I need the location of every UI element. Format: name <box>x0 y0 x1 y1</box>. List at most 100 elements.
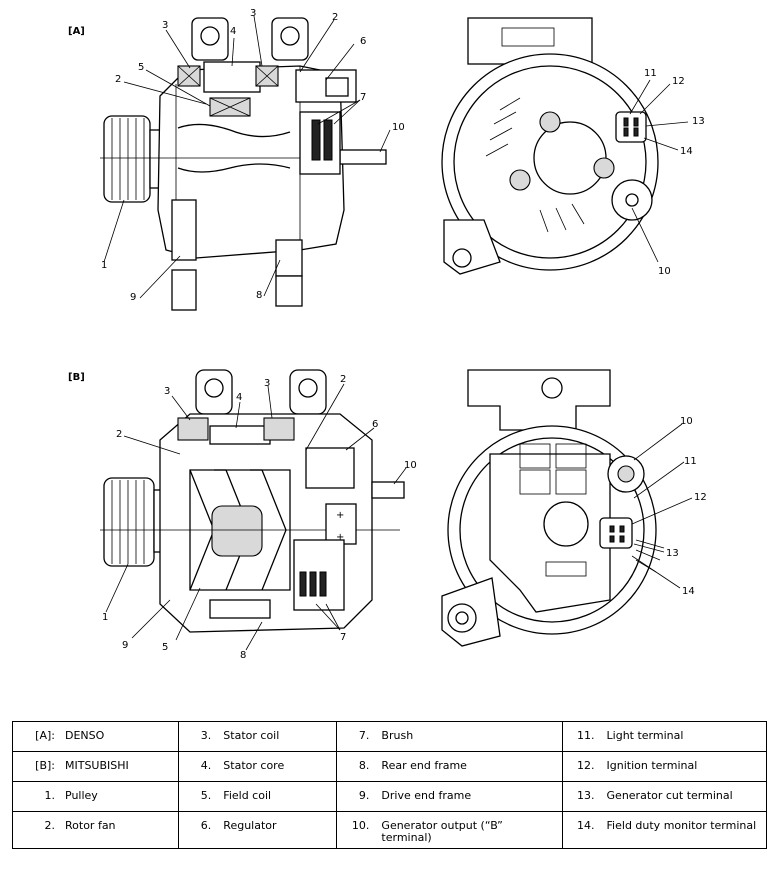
callout-3: 3 <box>162 20 168 31</box>
stator-coil-a <box>177 417 209 441</box>
callout-8: 8 <box>240 650 246 661</box>
legend-cell: 7. Brush <box>336 721 563 752</box>
callout-7: 7 <box>360 92 366 103</box>
legend-key: 6. <box>200 819 212 832</box>
mitsubishi-side-view: [B] + + <box>68 369 417 661</box>
legend-cell: [A]: DENSO <box>11 721 180 752</box>
legend-row: 1. Pulley 5. Field coil 9. Drive end frame 13.… <box>11 781 768 812</box>
legend-key: 9. <box>358 789 370 802</box>
pulley <box>103 477 155 567</box>
stator-coil-b <box>263 417 295 441</box>
callout-5: 5 <box>138 62 144 73</box>
callout-4: 4 <box>230 26 236 37</box>
connector-terminals <box>599 517 633 549</box>
legend-cell: 12.Ignition terminal <box>561 751 768 782</box>
callout-13: 13 <box>666 548 679 559</box>
regulator <box>305 447 355 489</box>
denso-rear-view: 11 12 13 14 10 <box>441 17 705 277</box>
tag-denso: [A] <box>68 26 85 37</box>
legend-row: [A]: DENSO 3. Stator coil 7. Brush 11. Light te… <box>11 721 768 752</box>
legend-value: Generator cut terminal <box>606 789 733 802</box>
callout-6: 6 <box>360 36 366 47</box>
tag-mitsubishi: [B] <box>68 372 85 383</box>
callout-2: 2 <box>332 12 338 23</box>
stator-core <box>203 61 261 93</box>
legend-value: Stator coil <box>223 729 280 742</box>
legend-cell: 6. Regulator <box>178 811 338 849</box>
legend-cell: 9. Drive end frame <box>336 781 563 812</box>
callout-2: 2 <box>116 429 122 440</box>
callout-1: 1 <box>101 260 107 271</box>
legend-cell: 10. Generator output (“B” terminal) <box>336 811 563 849</box>
legend-value: Stator core <box>223 759 285 772</box>
legend-value: Field duty monitor terminal <box>606 819 757 832</box>
callout-5: 5 <box>162 642 168 653</box>
legend-row: [B]: MITSUBISHI 4. Stator core 8. Rear end fr… <box>11 751 768 782</box>
callout-2: 2 <box>340 374 346 385</box>
legend-key: 10. <box>351 819 370 832</box>
legend-key: 1. <box>44 789 56 802</box>
legend-key: [B]: <box>35 759 55 772</box>
legend-key: 11. <box>577 729 595 742</box>
legend-cell: 2. Rotor fan <box>11 811 180 849</box>
legend-cell: 8. Rear end frame <box>336 751 563 782</box>
legend-key: 4. <box>200 759 212 772</box>
callout-11: 11 <box>684 456 697 467</box>
field-coil <box>211 505 263 557</box>
callout-8: 8 <box>256 290 262 301</box>
callout-9: 9 <box>130 292 136 303</box>
legend-key: 5. <box>200 789 212 802</box>
callout-12: 12 <box>672 76 685 87</box>
alternator-diagram: [A] <box>68 8 707 661</box>
callout-3: 3 <box>250 8 256 19</box>
pulley <box>103 115 151 203</box>
callout-10: 10 <box>658 266 671 277</box>
legend-key: [A]: <box>35 729 55 742</box>
legend-value: Rotor fan <box>65 819 116 832</box>
connector-terminals <box>615 111 647 143</box>
callout-10: 10 <box>392 122 405 133</box>
callout-7: 7 <box>340 632 346 643</box>
legend-key: 13. <box>577 789 595 802</box>
legend-value: Generator output (“B” terminal) <box>381 819 503 844</box>
legend-key: 8. <box>358 759 370 772</box>
legend-cell: 4. Stator core <box>178 751 338 782</box>
denso-side-view: [A] <box>68 8 405 311</box>
legend-value: MITSUBISHI <box>65 759 129 772</box>
legend-row: 2. Rotor fan 6. Regulator 10. Generator outpu… <box>11 811 768 849</box>
legend-cell: 1. Pulley <box>11 781 180 812</box>
b-terminal <box>611 179 653 221</box>
callout-4: 4 <box>236 392 242 403</box>
legend-cell: 13. Generator cut terminal <box>561 781 768 812</box>
legend-value: Brush <box>381 729 414 742</box>
callout-11: 11 <box>644 68 657 79</box>
legend-key: 3. <box>200 729 212 742</box>
legend-value: Field coil <box>223 789 272 802</box>
callout-10: 10 <box>404 460 417 471</box>
callout-14: 14 <box>680 146 693 157</box>
legend-value: Drive end frame <box>381 789 472 802</box>
legend-value: Light terminal <box>606 729 684 742</box>
legend-value: Pulley <box>65 789 98 802</box>
stator-core <box>209 425 271 445</box>
callout-13: 13 <box>692 116 705 127</box>
callout-12: 12 <box>694 492 707 503</box>
plus-sign: + <box>336 532 344 543</box>
mitsubishi-rear-view: 10 11 12 13 14 <box>441 369 707 647</box>
legend-value: Ignition terminal <box>606 759 698 772</box>
legend-cell: 14. Field duty monitor terminal <box>561 811 768 849</box>
legend-key: 14. <box>577 819 595 832</box>
legend-cell: 3. Stator coil <box>178 721 338 752</box>
callout-9: 9 <box>122 640 128 651</box>
legend-cell: 11. Light terminal <box>561 721 768 752</box>
callout-3: 3 <box>164 386 170 397</box>
legend-value: DENSO <box>65 729 105 742</box>
callout-2: 2 <box>115 74 121 85</box>
callout-10: 10 <box>680 416 693 427</box>
legend-value: Rear end frame <box>381 759 467 772</box>
legend-value: Regulator <box>223 819 277 832</box>
callout-3: 3 <box>264 378 270 389</box>
legend-key: 2. <box>44 819 56 832</box>
legend-key: 7. <box>358 729 370 742</box>
plus-sign: + <box>336 510 344 521</box>
